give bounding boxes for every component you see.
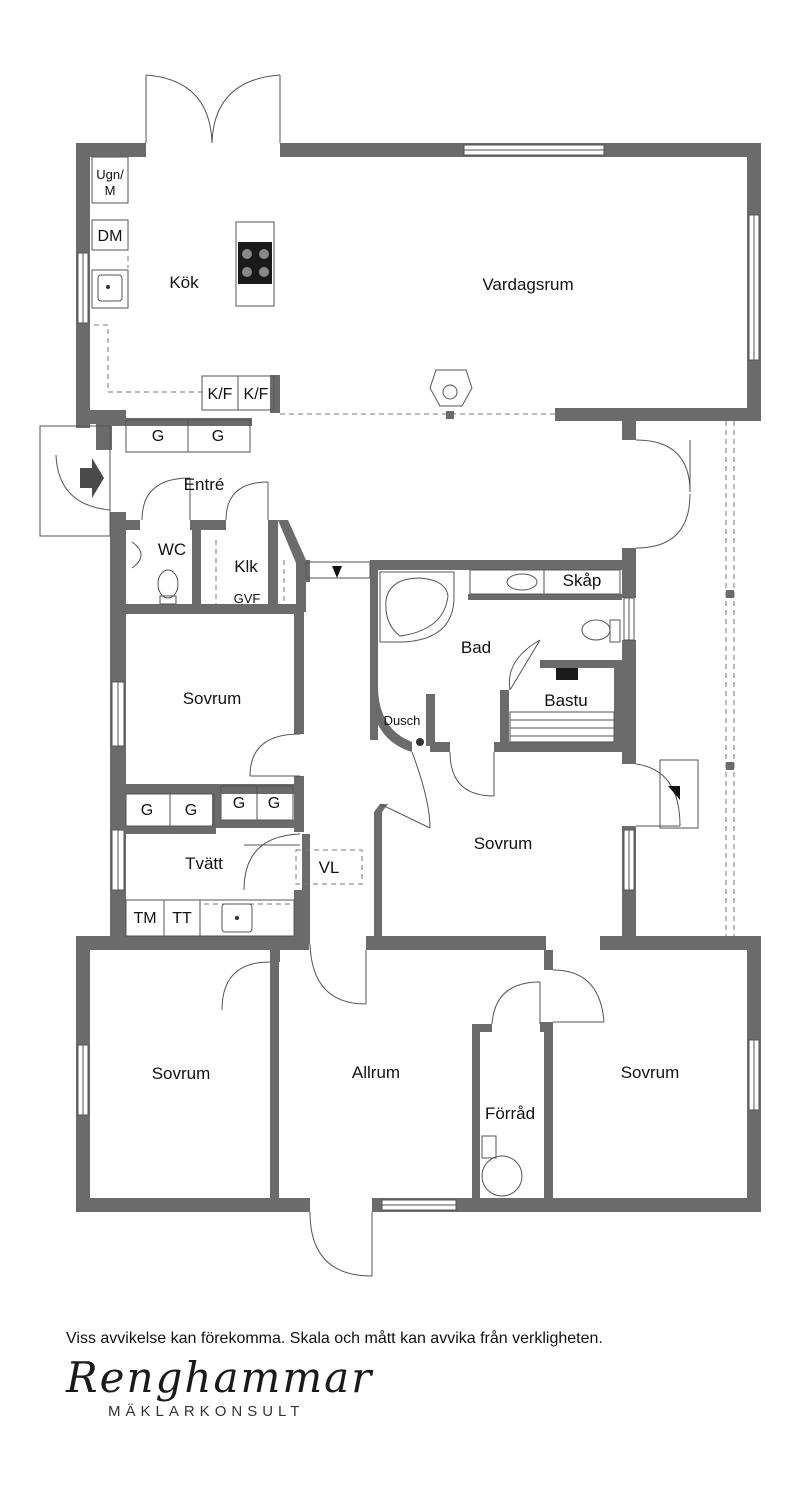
closet-g-1: G bbox=[152, 428, 164, 445]
entry-marker-icon bbox=[668, 786, 680, 800]
column-marker bbox=[726, 762, 734, 770]
dashed-outlines bbox=[94, 256, 735, 936]
room-bad: Bad bbox=[461, 638, 491, 657]
shower-head-icon bbox=[416, 738, 424, 746]
brand-logo: Renghammar MÄKLARKONSULT bbox=[65, 1353, 374, 1420]
closet-g-6: G bbox=[268, 795, 280, 812]
room-forrad: Förråd bbox=[485, 1104, 535, 1123]
storage-fixtures bbox=[481, 1135, 523, 1197]
room-sovrum-1: Sovrum bbox=[183, 689, 242, 708]
fixture-vl: VL bbox=[319, 858, 340, 877]
water-heater-icon bbox=[481, 1155, 523, 1197]
room-sovrum-4: Sovrum bbox=[621, 1063, 680, 1082]
room-wc: WC bbox=[158, 540, 186, 559]
walls bbox=[76, 143, 761, 1212]
column-marker bbox=[446, 411, 454, 419]
fixture-skap: Skåp bbox=[563, 571, 602, 590]
toilet-icon bbox=[157, 569, 179, 599]
room-sovrum-3: Sovrum bbox=[152, 1064, 211, 1083]
column-marker bbox=[726, 590, 734, 598]
wc-sink-icon bbox=[131, 541, 142, 569]
closet-g-4: G bbox=[185, 802, 197, 819]
room-sovrum-2: Sovrum bbox=[474, 834, 533, 853]
cooktop-icon bbox=[238, 242, 272, 284]
door-marker-icon bbox=[332, 566, 342, 578]
sauna-bench bbox=[509, 711, 615, 743]
disclaimer-text: Viss avvikelse kan förekomma. Skala och … bbox=[66, 1330, 603, 1347]
room-entre: Entré bbox=[184, 475, 225, 494]
laundry-sink-icon bbox=[221, 903, 253, 933]
entrance-fixtures bbox=[80, 419, 371, 605]
bath-sink-icon bbox=[506, 573, 538, 591]
fixture-kf-2: K/F bbox=[244, 386, 269, 403]
closet-g-3: G bbox=[141, 802, 153, 819]
fixture-ugn-m: M bbox=[105, 183, 116, 198]
doors bbox=[39, 74, 699, 1277]
fireplace-icon bbox=[429, 369, 473, 407]
fixture-ugn: Ugn/ bbox=[96, 167, 124, 182]
room-tvatt: Tvätt bbox=[185, 854, 223, 873]
floor-plan: Ugn/ M DM Kök Vardagsrum K/F K/F G G Ent… bbox=[39, 74, 761, 1277]
bathtub-icon bbox=[385, 577, 449, 637]
brand-name: Renghammar bbox=[65, 1353, 374, 1402]
bath-toilet-icon bbox=[581, 619, 611, 641]
closet-g-5: G bbox=[233, 795, 245, 812]
room-allrum: Allrum bbox=[352, 1063, 400, 1082]
windows bbox=[77, 144, 760, 1211]
fixture-tm: TM bbox=[133, 910, 156, 927]
labels: Ugn/ M DM Kök Vardagsrum K/F K/F G G Ent… bbox=[96, 167, 679, 1123]
bath-fixtures bbox=[379, 569, 680, 800]
fixture-tt: TT bbox=[172, 910, 192, 927]
brand-subtitle: MÄKLARKONSULT bbox=[108, 1403, 304, 1420]
fixture-dm: DM bbox=[98, 228, 123, 245]
entrance-arrow-icon bbox=[80, 458, 104, 498]
laundry-fixtures bbox=[125, 785, 295, 937]
room-bastu: Bastu bbox=[544, 691, 587, 710]
room-dusch: Dusch bbox=[384, 713, 421, 728]
room-vardagsrum: Vardagsrum bbox=[482, 275, 573, 294]
room-kok: Kök bbox=[169, 273, 199, 292]
fixture-gvf: GVF bbox=[234, 591, 261, 606]
kitchen-fixtures bbox=[91, 156, 473, 411]
room-klk: Klk bbox=[234, 557, 258, 576]
sauna-heater-icon bbox=[556, 668, 578, 680]
fixture-kf-1: K/F bbox=[208, 386, 233, 403]
closet-g-2: G bbox=[212, 428, 224, 445]
